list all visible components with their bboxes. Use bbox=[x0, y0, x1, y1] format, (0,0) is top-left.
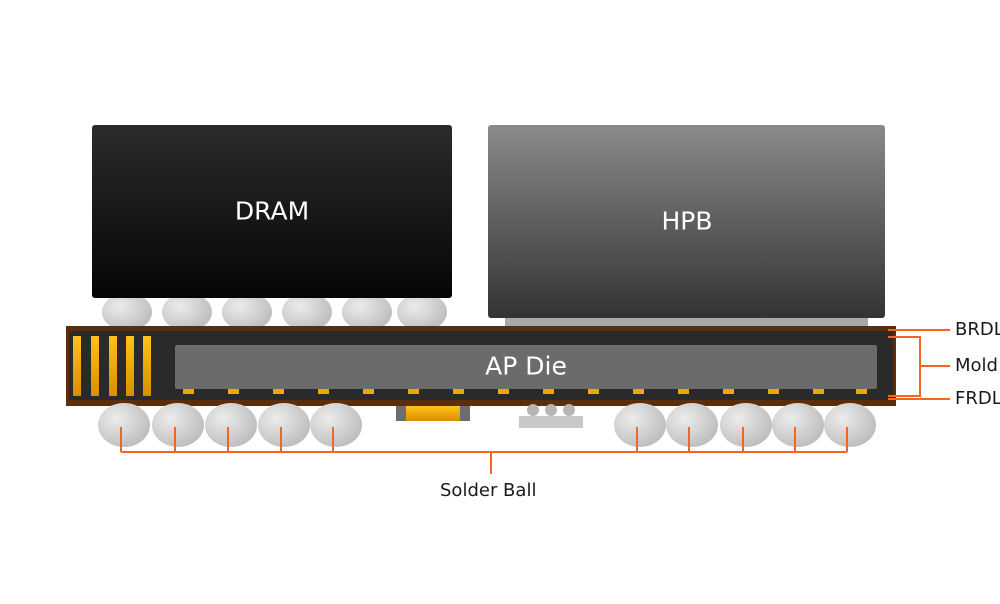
via bbox=[91, 336, 99, 396]
bottom-solder-balls bbox=[98, 403, 876, 447]
solder-ball bbox=[310, 403, 362, 447]
dram-ball bbox=[282, 293, 332, 331]
ap-die-label: AP Die bbox=[485, 351, 567, 381]
component-bump bbox=[545, 404, 557, 416]
bump bbox=[183, 389, 194, 394]
bump bbox=[228, 389, 239, 394]
bump bbox=[543, 389, 554, 394]
brdl-label: BRDL bbox=[955, 319, 1000, 340]
bump bbox=[273, 389, 284, 394]
hpb-label: HPB bbox=[661, 206, 713, 236]
dram-ball bbox=[162, 293, 212, 331]
solder-ball bbox=[98, 403, 150, 447]
solder-ball bbox=[824, 403, 876, 447]
dram-ball bbox=[102, 293, 152, 331]
bottom-capacitor bbox=[396, 406, 470, 421]
bump bbox=[498, 389, 509, 394]
bump bbox=[588, 389, 599, 394]
via bbox=[143, 336, 151, 396]
bump bbox=[453, 389, 464, 394]
solder-ball-label: Solder Ball bbox=[440, 480, 537, 501]
bump bbox=[633, 389, 644, 394]
via bbox=[109, 336, 117, 396]
dram-ball bbox=[397, 293, 447, 331]
bump bbox=[678, 389, 689, 394]
capacitor-body bbox=[406, 406, 460, 421]
bump bbox=[408, 389, 419, 394]
bump bbox=[856, 389, 867, 394]
layer-callouts bbox=[888, 329, 950, 400]
hpb-base bbox=[505, 315, 868, 328]
dram-solder-balls bbox=[102, 293, 447, 331]
component-body bbox=[519, 416, 583, 428]
bump bbox=[723, 389, 734, 394]
micro-bumps bbox=[183, 389, 867, 394]
through-mold-vias bbox=[73, 336, 151, 396]
mold-label: Mold bbox=[955, 355, 998, 376]
solder-ball bbox=[614, 403, 666, 447]
bump bbox=[768, 389, 779, 394]
bottom-component bbox=[519, 404, 583, 428]
dram-ball bbox=[342, 293, 392, 331]
solder-ball bbox=[258, 403, 310, 447]
ap-die bbox=[175, 345, 877, 389]
solder-ball bbox=[720, 403, 772, 447]
component-bump bbox=[563, 404, 575, 416]
hpb-chip bbox=[488, 125, 885, 318]
solder-ball-callout bbox=[120, 427, 848, 474]
solder-ball bbox=[205, 403, 257, 447]
bump bbox=[813, 389, 824, 394]
solder-ball bbox=[772, 403, 824, 447]
frdl-label: FRDL bbox=[955, 388, 1000, 409]
via bbox=[73, 336, 81, 396]
component-bump bbox=[527, 404, 539, 416]
bump bbox=[363, 389, 374, 394]
via bbox=[126, 336, 134, 396]
dram-chip bbox=[92, 125, 452, 298]
bump bbox=[318, 389, 329, 394]
dram-ball bbox=[222, 293, 272, 331]
solder-ball bbox=[152, 403, 204, 447]
solder-ball bbox=[666, 403, 718, 447]
dram-label: DRAM bbox=[234, 196, 310, 226]
